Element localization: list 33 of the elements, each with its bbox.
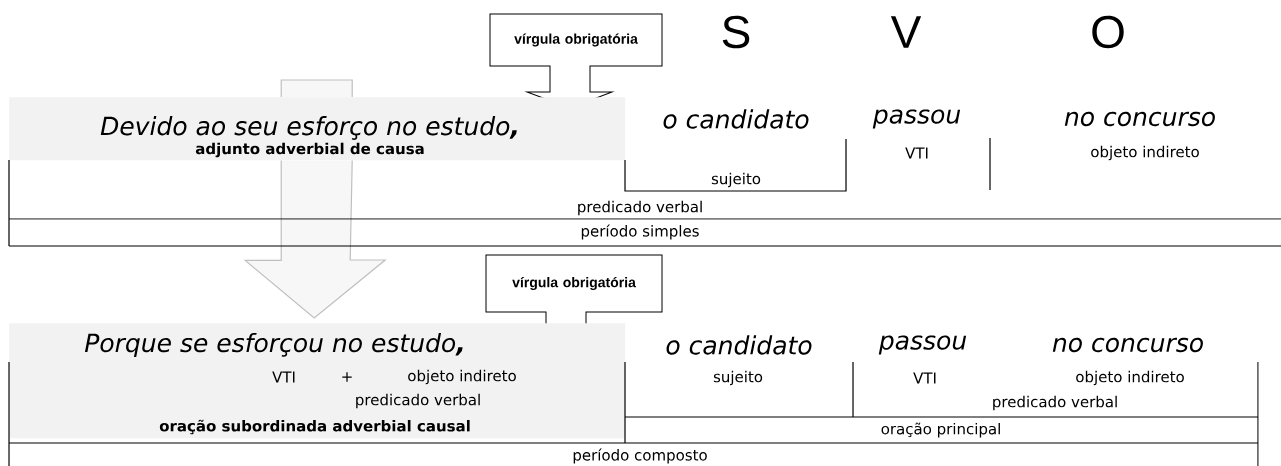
grammar-label: oração principal [881,422,1000,438]
callout-box: vírgula obrigatória [489,13,663,109]
letter: V [890,16,922,48]
highlight-band [9,323,626,439]
grammar-label: adjunto adverbial de causa [195,142,424,158]
grammar-label: período simples [581,224,699,240]
grammar-label: VTI [272,371,295,383]
sentence-text: no concurso [1052,337,1203,353]
grammar-label: VTI [913,372,936,384]
letter: O [1092,15,1124,49]
sentence-text: no concurso [1064,111,1215,127]
grammar-label: objeto indireto [1091,145,1199,161]
grammar-label: predicado verbal [578,200,702,216]
sentence-text: passou [872,109,961,129]
sentence-text: passou [878,335,967,355]
sentence-text: Porque se esforçou no estudo, [84,332,463,358]
grammar-label: VTI [905,147,928,159]
callout-box: vírgula obrigatória [485,254,663,340]
letter: S [722,15,750,49]
grammar-label: + [342,372,352,382]
sentence-text: o candidato [663,109,809,129]
grammar-label: predicado verbal [356,393,480,409]
highlight-band [9,97,626,161]
grammar-label: período composto [573,448,707,464]
grammar-label: oração subordinada adverbial causal [159,419,470,435]
block-arrow [243,79,387,319]
grammar-label: sujeito [711,172,761,188]
grammar-label: objeto indireto [1076,370,1184,386]
sentence-text: o candidato [666,335,812,355]
grammar-label: objeto indireto [408,369,516,385]
grammar-label: predicado verbal [993,395,1117,411]
sentence-text: Devido ao seu esforço no estudo, [100,116,517,140]
grammar-label: sujeito [713,370,763,386]
